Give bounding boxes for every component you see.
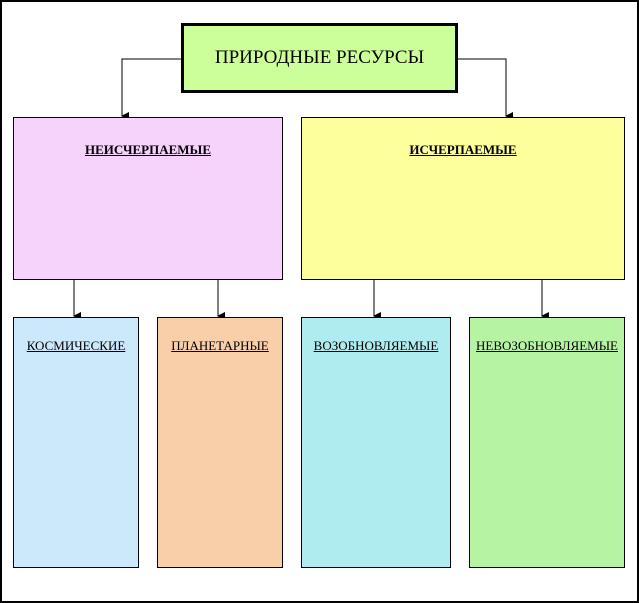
- subcategory-renewable-box: ВОЗОБНОВЛЯЕМЫЕ: [301, 317, 451, 568]
- root-node-box: ПРИРОДНЫЕ РЕСУРСЫ: [181, 23, 458, 93]
- root-node-title: ПРИРОДНЫЕ РЕСУРСЫ: [214, 47, 425, 68]
- subcategory-renewable-label: ВОЗОБНОВЛЯЕМЫЕ: [313, 338, 439, 353]
- category-inexhaustible-label: НЕИСЧЕРПАЕМЫЕ: [85, 142, 211, 157]
- subcategory-cosmic-label: КОСМИЧЕСКИЕ: [26, 338, 126, 353]
- subcategory-nonrenewable-label: НЕВОЗОБНОВЛЯЕМЫЕ: [476, 338, 618, 353]
- subcategory-planetary-box: ПЛАНЕТАРНЫЕ: [157, 317, 283, 568]
- subcategory-cosmic-box: КОСМИЧЕСКИЕ: [13, 317, 139, 568]
- category-inexhaustible-box: НЕИСЧЕРПАЕМЫЕ: [13, 117, 283, 280]
- connector-root-to-exhaustible: [457, 58, 513, 120]
- subcategory-nonrenewable-box: НЕВОЗОБНОВЛЯЕМЫЕ: [469, 317, 625, 568]
- connector-root-to-inexhaustible: [121, 58, 182, 120]
- category-exhaustible-label: ИСЧЕРПАЕМЫЕ: [409, 142, 517, 157]
- category-exhaustible-box: ИСЧЕРПАЕМЫЕ: [301, 117, 625, 280]
- subcategory-planetary-label: ПЛАНЕТАРНЫЕ: [171, 338, 269, 353]
